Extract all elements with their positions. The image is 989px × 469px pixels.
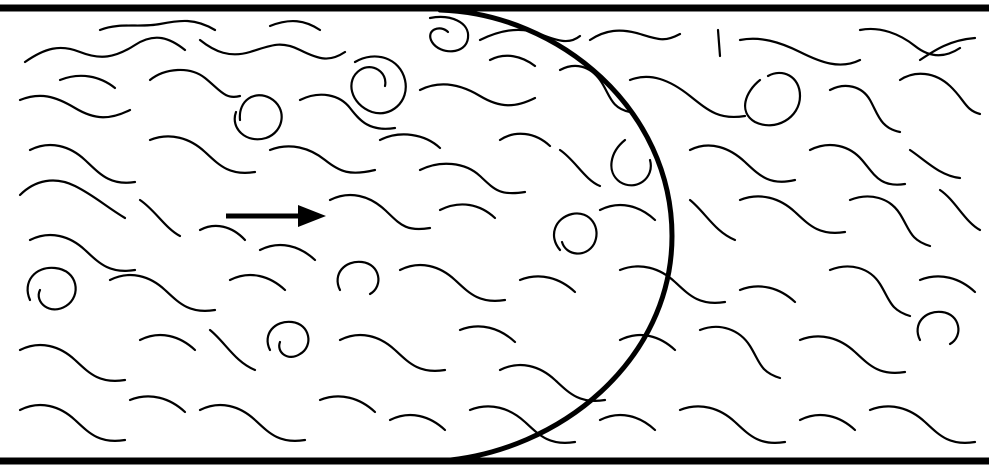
turbulent-flow-diagram [0,0,989,469]
background [0,0,989,469]
pipe-flow-figure [0,0,989,469]
